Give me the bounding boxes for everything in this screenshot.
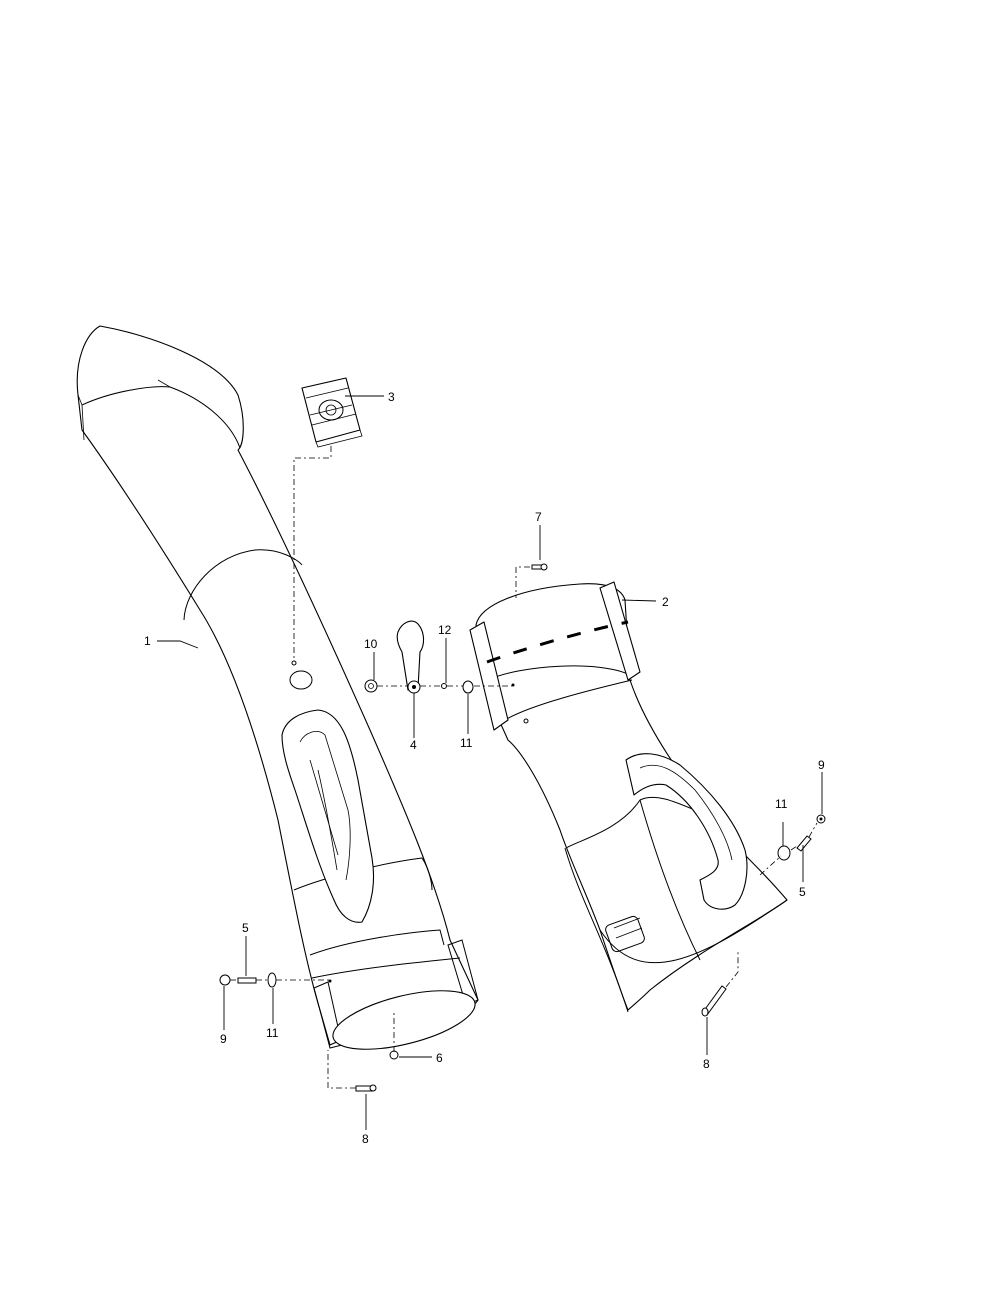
callout-9-right: 9 bbox=[818, 758, 825, 772]
switch-plate-part-3 bbox=[301, 377, 363, 448]
blower-tube-part-1 bbox=[76, 325, 479, 1050]
leader-lines bbox=[157, 395, 823, 1130]
callout-11-middle: 11 bbox=[460, 736, 473, 750]
callout-11-left: 11 bbox=[266, 1026, 279, 1040]
callout-8-right: 8 bbox=[703, 1057, 710, 1071]
callout-5-left: 5 bbox=[242, 921, 249, 935]
elbow-tube-part-2 bbox=[469, 581, 788, 1013]
hardware bbox=[219, 563, 826, 1092]
callout-2: 2 bbox=[662, 595, 669, 609]
callout-labels: 1 2 3 4 5 5 6 7 8 8 9 9 10 11 11 11 12 bbox=[144, 390, 825, 1146]
callout-12: 12 bbox=[438, 623, 452, 637]
callout-6: 6 bbox=[436, 1051, 443, 1065]
callout-5-right: 5 bbox=[799, 885, 806, 899]
callout-4: 4 bbox=[410, 738, 417, 752]
callout-1: 1 bbox=[144, 634, 151, 648]
callout-9-left: 9 bbox=[220, 1032, 227, 1046]
callout-8-bottom: 8 bbox=[362, 1132, 369, 1146]
alignment-lines bbox=[230, 446, 818, 1089]
callout-3: 3 bbox=[388, 390, 395, 404]
trigger-lever-part-4 bbox=[396, 620, 425, 694]
callout-7: 7 bbox=[535, 510, 542, 524]
callout-10: 10 bbox=[364, 637, 378, 651]
callout-11-right: 11 bbox=[775, 797, 788, 811]
